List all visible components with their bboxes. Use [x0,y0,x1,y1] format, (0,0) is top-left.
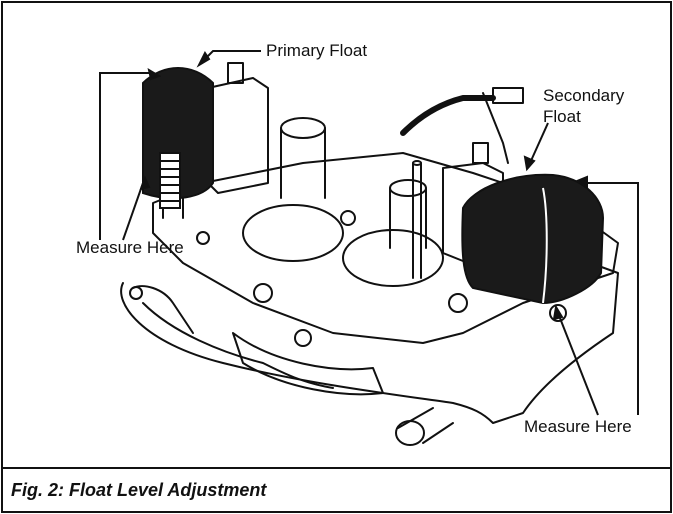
float-hinge-rod [412,162,422,279]
figure-caption-bar: Fig. 2: Float Level Adjustment [3,467,670,511]
carburetor-illustration [99,50,639,446]
fuel-inlet-fitting [492,87,524,104]
measure-here-label-left: Measure Here [76,238,184,257]
primary-float-label: Primary Float [266,41,368,60]
primary-float-adjuster [159,152,181,209]
primary-bore-right [342,229,444,287]
carburetor-base-lower [142,302,334,389]
figure-caption: Fig. 2: Float Level Adjustment [11,479,267,500]
carburetor-mounting-flange [232,332,384,396]
secondary-float [461,173,605,305]
leader-lines [99,50,639,416]
fuel-outlet [395,420,425,446]
secondary-float-label: Secondary Float [543,86,625,126]
carburetor-base-outline [120,252,619,424]
measure-here-label-right: Measure Here [524,417,632,436]
venturi-tube-left [280,117,326,139]
fuel-inlet-hose [400,95,496,136]
primary-bore-left [242,204,344,262]
